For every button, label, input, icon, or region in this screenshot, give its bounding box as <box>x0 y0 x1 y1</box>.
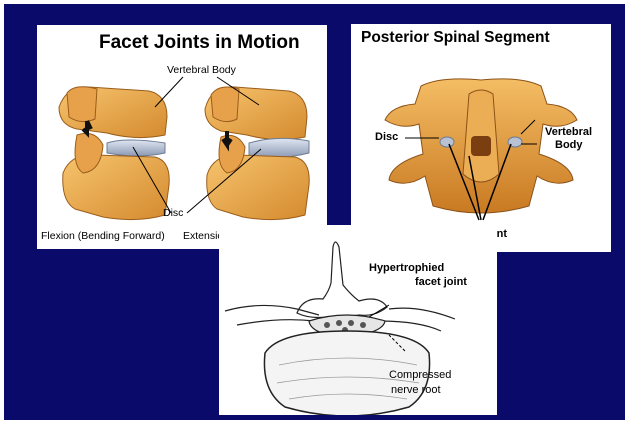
extension-vertebrae <box>205 87 309 220</box>
hypertrophy-illustration <box>219 225 497 415</box>
segment-title: Posterior Spinal Segment <box>361 30 550 46</box>
disc-label: Disc <box>163 208 183 219</box>
hypertrophied-label-1: Hypertrophied <box>369 263 444 274</box>
facet-motion-panel: Facet Joints in Motion Vertebral Body Di… <box>37 25 327 249</box>
flexion-vertebrae <box>59 87 169 220</box>
hypertrophy-panel: Hypertrophied facet joint Compressed ner… <box>219 225 497 415</box>
motion-title: Facet Joints in Motion <box>99 33 300 52</box>
hypertrophied-label-2: facet joint <box>415 277 467 288</box>
posterior-segment-panel: Posterior Spinal Segment Disc Vertebral … <box>351 24 611 252</box>
segment-disc-label: Disc <box>375 132 398 143</box>
segment-vertebral-label-1: Vertebral <box>545 127 592 138</box>
compressed-label-2: nerve root <box>391 385 441 396</box>
segment-vertebral-label-2: Body <box>555 140 583 151</box>
flexion-caption: Flexion (Bending Forward) <box>41 231 165 242</box>
vertebral-body-label: Vertebral Body <box>167 65 236 76</box>
compressed-label-1: Compressed <box>389 370 451 381</box>
